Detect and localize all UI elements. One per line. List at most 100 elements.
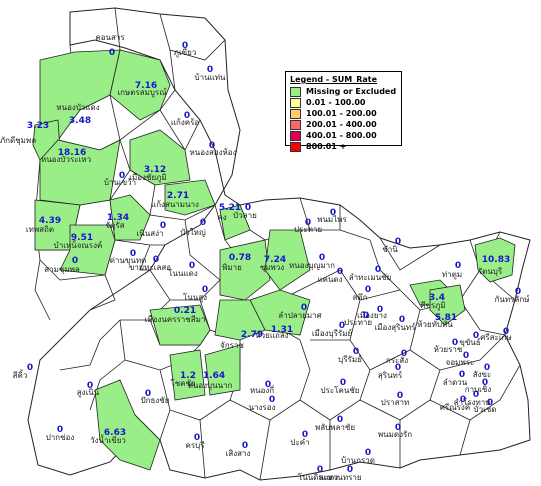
district-value: 0 <box>473 390 479 400</box>
district-name: สุรินทร์ <box>378 370 403 380</box>
district-value: 0 <box>353 347 359 357</box>
district-name: ด่านขุนทด <box>110 256 147 265</box>
district-value: 7.24 <box>264 255 286 265</box>
district-name: ชำนิ <box>382 245 398 254</box>
district-value: 0 <box>452 338 458 348</box>
district-value: 0 <box>397 391 403 401</box>
district-value: 0 <box>330 208 336 218</box>
district-name: เมืองสุรินทร์ <box>375 322 417 332</box>
district-name: แก้งคร้อ <box>171 118 200 127</box>
legend: Legend - SUM_Rate Missing or Excluded 0.… <box>285 71 402 152</box>
district-name: จอมพระ <box>446 358 475 367</box>
district-name: คง <box>217 213 226 222</box>
district-name: ขุขันธ์ <box>459 337 480 347</box>
district-chum-phuang <box>264 229 311 291</box>
legend-label: 200.01 - 400.00 <box>306 120 377 129</box>
district-name: พิมาย <box>222 263 242 272</box>
district-value: 0 <box>265 380 271 390</box>
district-name: ครบุรี <box>185 441 205 450</box>
district-value: 0 <box>305 218 311 228</box>
highlighted-districts <box>32 49 516 471</box>
district-value: 0 <box>503 327 509 337</box>
district-name: บ้านเขว้า <box>104 178 136 187</box>
district-value: 3.48 <box>69 116 91 126</box>
district-name: ภักดีชุมพล <box>0 136 36 145</box>
district-name: ลำปลายมาศ <box>278 311 321 320</box>
district-name: ศรีณรงค์ <box>440 402 470 412</box>
district-value: 0 <box>459 370 465 380</box>
district-value: 3.12 <box>144 165 166 175</box>
district-value: 7.16 <box>135 81 157 91</box>
district-name: ภูเขียว <box>174 48 197 58</box>
legend-swatch <box>290 130 301 141</box>
legend-label: 400.01 - 800.00 <box>306 131 377 140</box>
legend-label: 800.01 + <box>306 142 347 151</box>
district-name: พนมดงรัก <box>378 430 412 439</box>
district-huai-thap-than <box>429 284 466 326</box>
legend-label: Missing or Excluded <box>306 87 397 96</box>
district-name: หนองบัวระเหว <box>41 155 91 164</box>
district-value: 9.51 <box>71 233 93 243</box>
district-value: 0 <box>339 321 345 331</box>
district-value: 0 <box>340 378 346 388</box>
district-name: ลำทะเมนชัย <box>349 273 392 282</box>
district-value: 0 <box>184 111 190 121</box>
district-value: 0 <box>317 465 323 475</box>
district-name: หนองบุญมาก <box>289 261 335 270</box>
district-name: บำเหน็จณรงค์ <box>54 240 103 250</box>
district-name: เทพสถิต <box>26 225 54 234</box>
district-name: บัวใหญ่ <box>180 228 206 237</box>
district-name: วังน้ำเขียว <box>90 434 126 445</box>
district-value: 0 <box>130 249 136 259</box>
district-value: 0 <box>337 415 343 425</box>
district-value: 6.63 <box>104 428 126 438</box>
district-name: ปักธงชัย <box>141 396 170 405</box>
district-value: 0 <box>153 255 159 265</box>
district-value: 0 <box>119 171 125 181</box>
district-value: 5.81 <box>435 313 457 323</box>
district-value: 0 <box>109 48 115 58</box>
district-name: หนองบัวแดง <box>56 103 99 112</box>
legend-row: 800.01 + <box>290 141 397 152</box>
district-name: กาบเชิง <box>465 385 492 394</box>
district-value: 0 <box>487 398 493 408</box>
district-value: 0 <box>189 261 195 271</box>
district-bamnet-narong <box>59 224 116 276</box>
district-value: 0 <box>200 218 206 228</box>
legend-title: Legend - SUM_Rate <box>290 75 378 84</box>
district-name: ชุมพวง <box>260 263 284 272</box>
district-value: 3.23 <box>27 121 49 131</box>
district-value: 0 <box>160 221 166 231</box>
district-name: กระสัง <box>386 356 408 365</box>
district-name: ศรีสะเกษ <box>480 333 511 342</box>
legend-swatch <box>290 97 301 108</box>
district-value: 0 <box>319 253 325 263</box>
district-name: พลับพลาชัย <box>315 423 355 432</box>
district-name: แคนดง <box>317 275 342 284</box>
legend-row: 100.01 - 200.00 <box>290 108 397 119</box>
district-name: หนองสองห้อง <box>189 148 236 157</box>
district-name: เกษตรสมบูรณ์ <box>117 87 167 98</box>
district-name: เมืองยาง <box>357 311 387 320</box>
district-value: 0 <box>245 203 251 213</box>
district-name: สีคิ้ว <box>13 369 28 380</box>
district-value: 1.2 <box>180 371 196 381</box>
legend-label: 0.01 - 100.00 <box>306 98 366 107</box>
district-name: บัวเชด <box>474 405 497 414</box>
district-name: สามชุมพล <box>44 265 80 274</box>
district-value: 0 <box>347 465 353 475</box>
district-value: 0 <box>337 267 343 277</box>
district-mueang-nakhon-ratchasima <box>149 304 211 346</box>
legend-row: 0.01 - 100.00 <box>290 97 397 108</box>
district-value: 0 <box>377 305 383 315</box>
district-value: 0 <box>301 303 307 313</box>
district-value: 0 <box>460 395 466 405</box>
district-name: ปากช่อง <box>46 433 75 442</box>
district-chok-chai <box>169 349 206 401</box>
district-name: ประทาย <box>344 318 372 327</box>
district-khong <box>219 204 251 241</box>
district-value: 2.71 <box>167 191 189 201</box>
district-value: 5.21 <box>219 203 241 213</box>
